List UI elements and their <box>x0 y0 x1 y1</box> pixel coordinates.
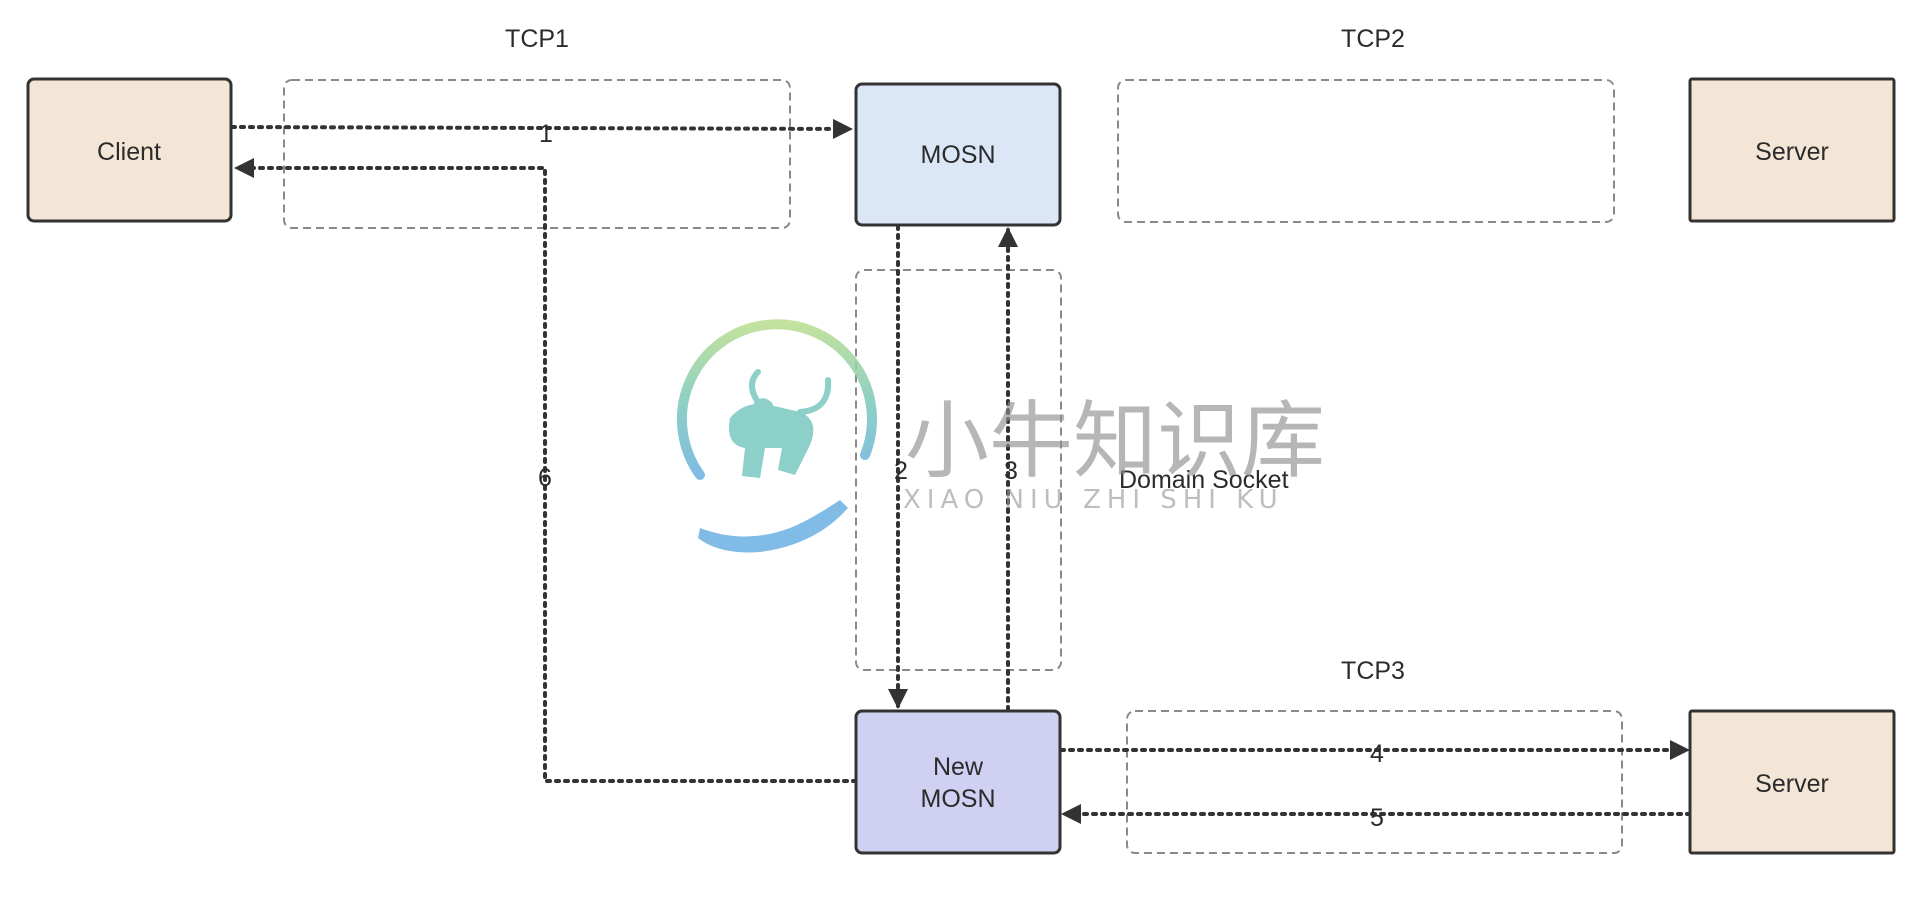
edge-1: 1 <box>230 118 853 148</box>
node-mosn-label: MOSN <box>921 141 996 169</box>
node-server-top[interactable]: Server <box>1688 77 1896 223</box>
edge-3: 3 <box>998 227 1018 712</box>
group-tcp2: TCP2 <box>1117 25 1615 223</box>
node-server-bottom[interactable]: Server <box>1688 709 1896 855</box>
group-tcp1-label: TCP1 <box>505 25 569 53</box>
edge-5: 5 <box>1061 804 1692 832</box>
group-domain-socket: Domain Socket <box>855 269 1289 671</box>
group-tcp3: TCP3 <box>1126 657 1623 854</box>
edge-4: 4 <box>1059 740 1690 768</box>
watermark: 小牛知识库 XIAO NIU ZHI SHI KU <box>677 319 1325 553</box>
node-client-label: Client <box>97 138 161 166</box>
edge-5-label: 5 <box>1370 804 1384 832</box>
edge-2: 2 <box>888 224 908 709</box>
node-new-mosn[interactable]: New MOSN <box>854 709 1062 855</box>
node-client[interactable]: Client <box>26 77 233 223</box>
edge-1-label: 1 <box>539 120 553 148</box>
group-tcp3-label: TCP3 <box>1341 657 1405 685</box>
edge-2-label: 2 <box>894 457 908 485</box>
node-server-top-label: Server <box>1755 138 1829 166</box>
node-new-mosn-line2: MOSN <box>921 785 996 813</box>
bull-logo-icon <box>677 319 877 553</box>
node-mosn[interactable]: MOSN <box>854 82 1062 227</box>
group-domain-socket-label: Domain Socket <box>1119 466 1289 494</box>
group-tcp2-label: TCP2 <box>1341 25 1405 53</box>
edge-4-label: 4 <box>1370 740 1384 768</box>
watermark-subtitle: XIAO NIU ZHI SHI KU <box>903 485 1284 515</box>
node-new-mosn-line1: New <box>933 753 984 781</box>
watermark-title: 小牛知识库 <box>905 392 1325 490</box>
group-tcp1: TCP1 <box>283 25 791 229</box>
edge-6: 6 <box>234 158 858 783</box>
edge-6-label: 6 <box>538 464 552 492</box>
node-server-bottom-label: Server <box>1755 770 1829 798</box>
edge-3-label: 3 <box>1004 457 1018 485</box>
